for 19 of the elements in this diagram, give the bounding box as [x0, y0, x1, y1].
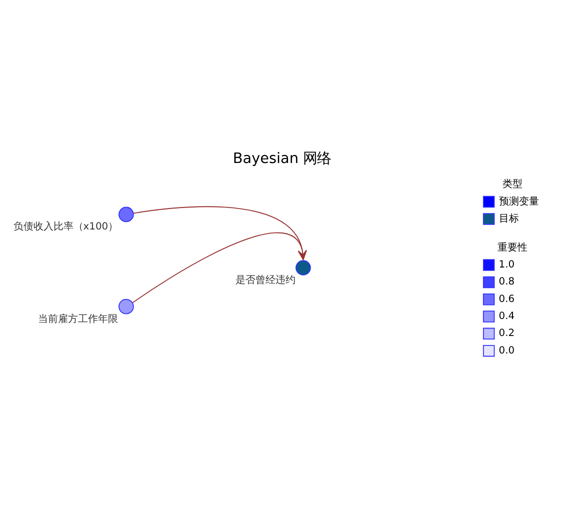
node-circle — [118, 206, 134, 222]
legend-label: 预测变量 — [498, 196, 539, 208]
legend-label: 0.6 — [498, 294, 515, 305]
node-circle — [118, 298, 134, 314]
label: 重要性 — [497, 242, 528, 254]
label: 类型 — [502, 179, 522, 190]
node-circle — [296, 260, 311, 276]
legend-label: 0.0 — [498, 345, 515, 356]
legend-label: 0.4 — [498, 311, 515, 322]
legend-label: 0.2 — [498, 328, 515, 340]
legend-label: 目标 — [498, 213, 519, 224]
arrow — [132, 206, 307, 260]
diagram-title: Bayesian 网络 — [232, 150, 332, 167]
node-label: 当前雇方工作年限 — [38, 314, 118, 325]
node-label: 负债收入比率（x100） — [13, 222, 118, 233]
legend-label: 1.0 — [498, 260, 515, 271]
node-label: 是否曾经违约 — [235, 274, 296, 286]
legend-label: 0.8 — [498, 276, 515, 288]
arrow — [132, 232, 307, 304]
